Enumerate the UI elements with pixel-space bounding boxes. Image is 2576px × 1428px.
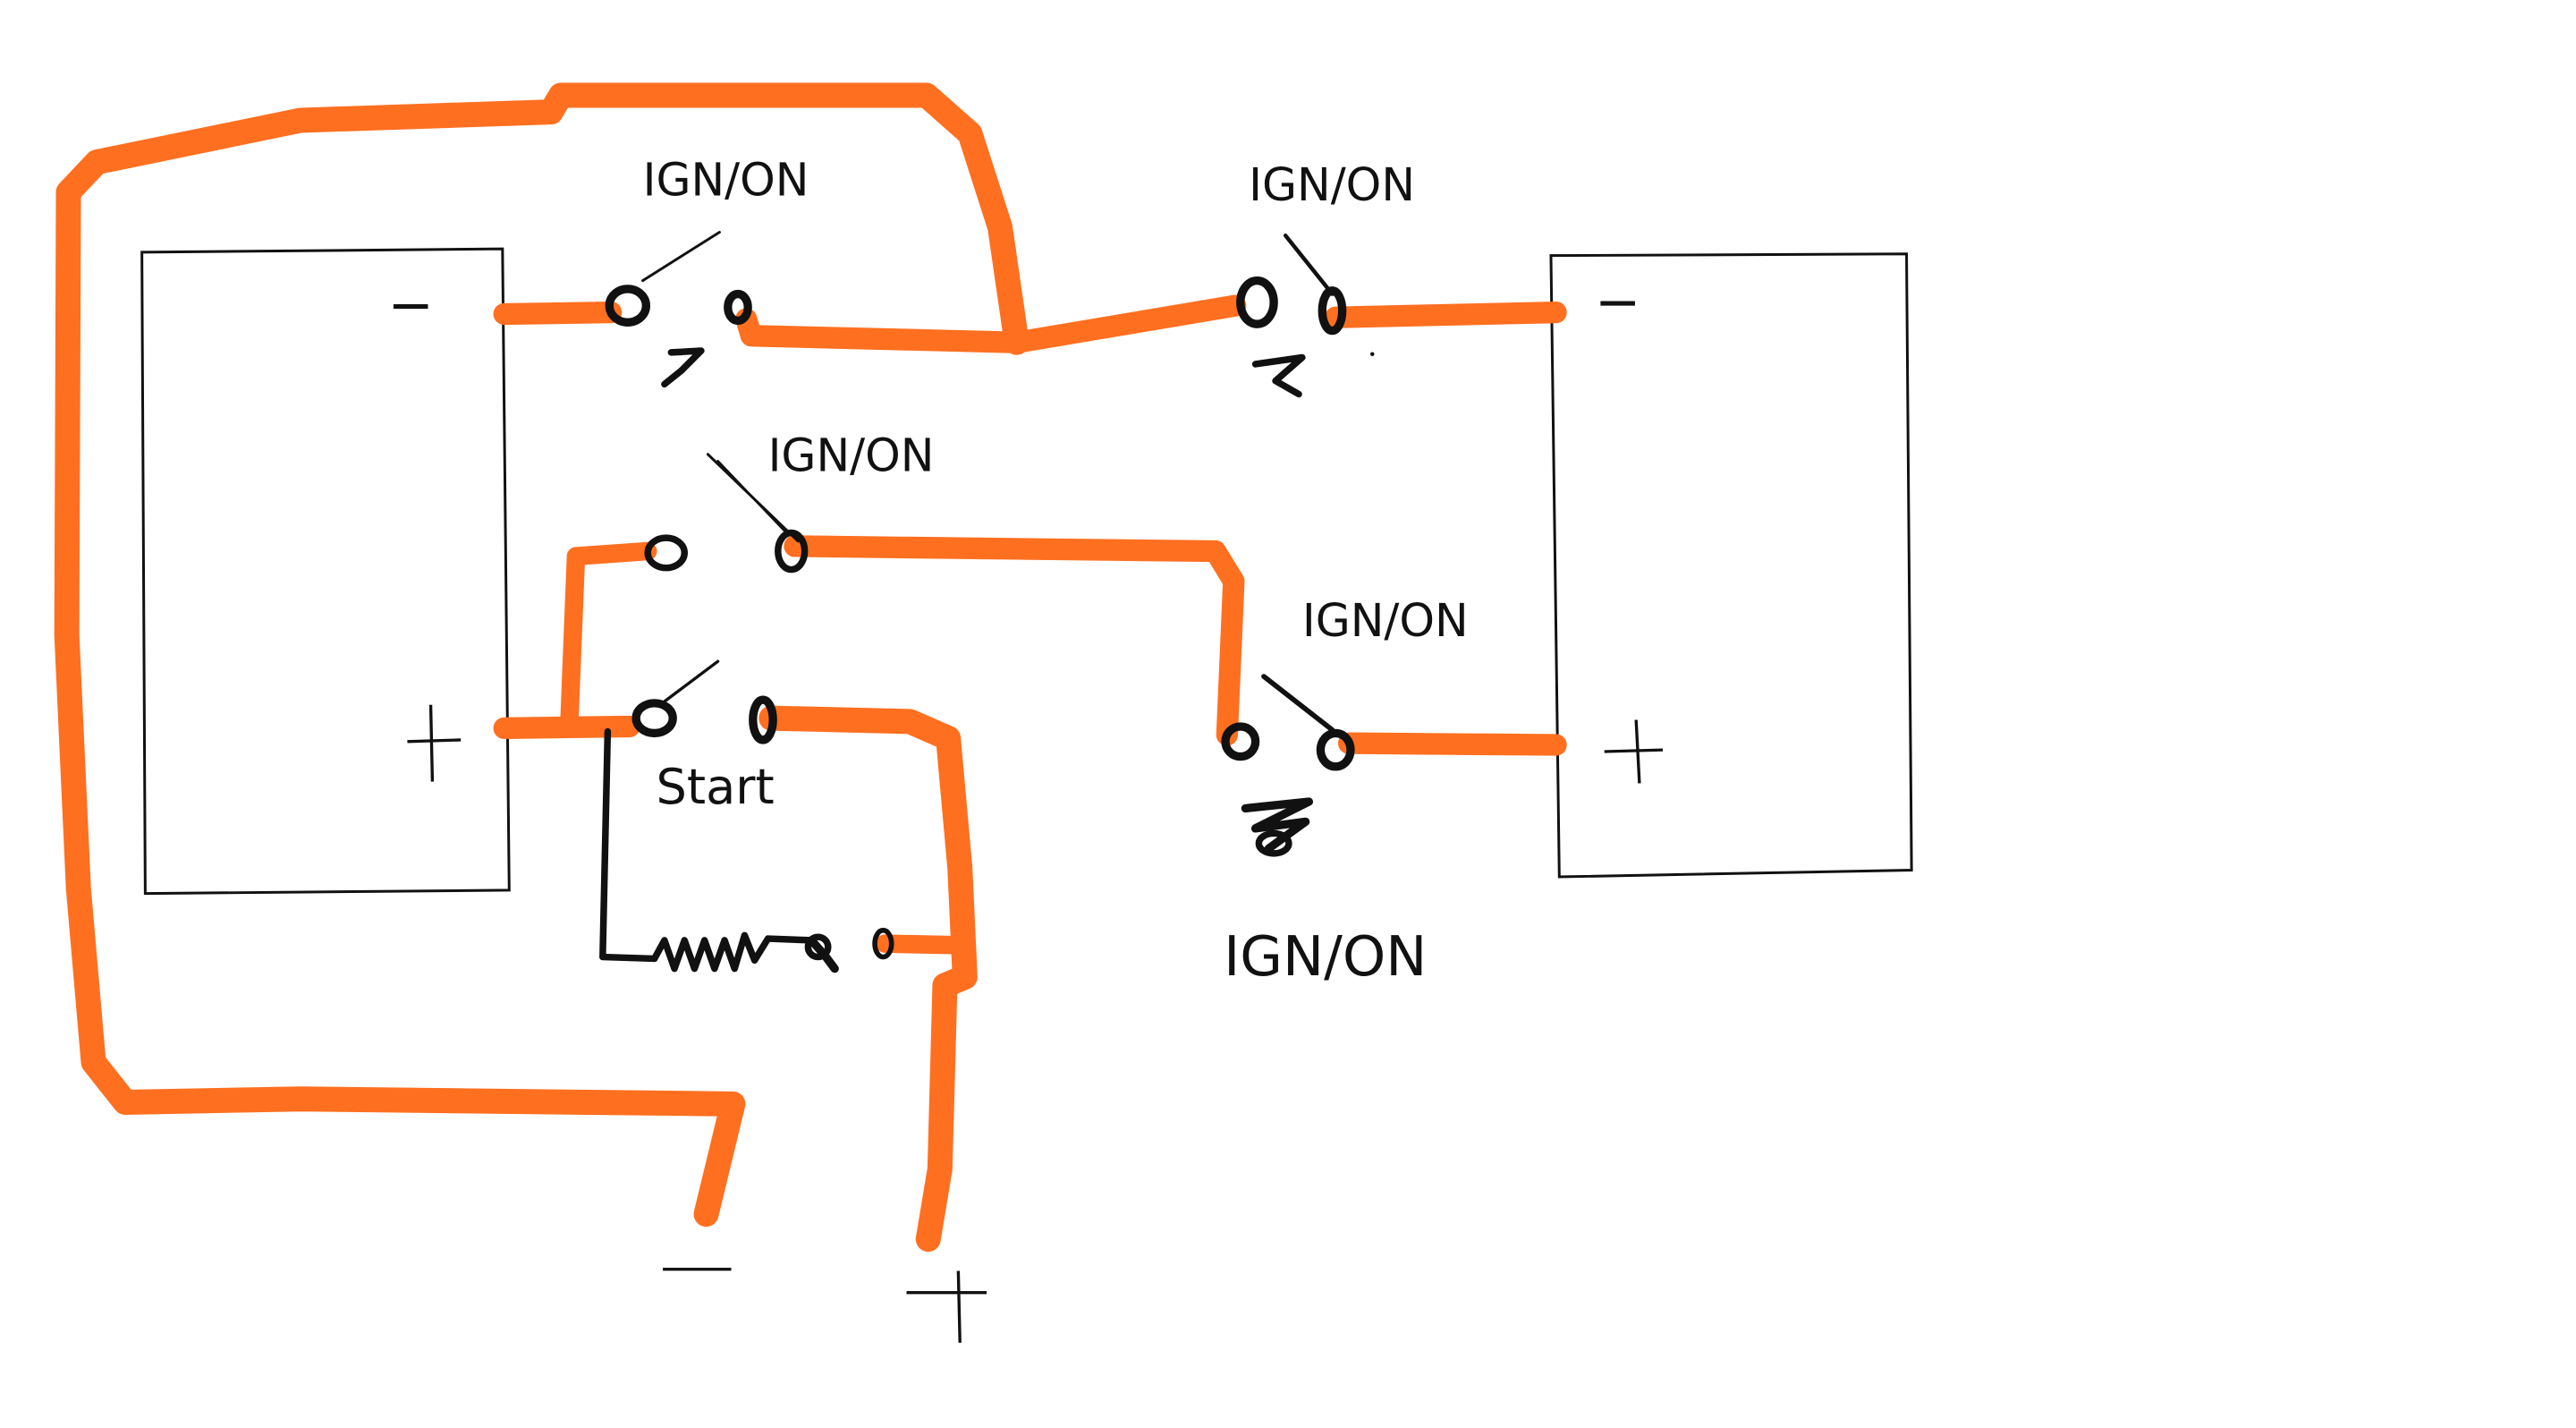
wire-start-to-output-pos <box>758 705 978 1253</box>
wire-mid-switch-to-right <box>784 535 1245 746</box>
left-battery-positive-symbol <box>407 704 462 782</box>
wire-switch-to-right-switch <box>735 294 1247 353</box>
switch-top-right <box>1236 234 1375 398</box>
ink-elements <box>599 231 1375 973</box>
wire-left-neg-to-switch <box>493 301 623 326</box>
wire-left-pos-up <box>560 541 657 733</box>
wire-right-switch-to-right-pos <box>1337 732 1567 756</box>
wires <box>54 82 1567 1253</box>
switch-top-left <box>605 231 752 388</box>
switch-start <box>631 659 777 744</box>
label-ign-bottom: IGN/ON <box>1224 924 1427 989</box>
left-battery-box <box>140 247 511 896</box>
label-ign-top-right: IGN/ON <box>1249 158 1415 211</box>
start-coil <box>599 727 894 973</box>
wire-outer-negative-loop <box>54 82 1030 1228</box>
right-battery-box <box>1549 252 1913 879</box>
output-positive-symbol <box>906 1271 987 1343</box>
label-start: Start <box>657 759 775 815</box>
switch-right-lower <box>1221 674 1355 857</box>
label-ign-right: IGN/ON <box>1302 594 1469 647</box>
left-battery-negative-symbol: − <box>387 273 434 337</box>
label-ign-top-left: IGN/ON <box>643 153 809 206</box>
wire-right-switch-to-right-neg <box>1325 301 1567 328</box>
label-ign-middle: IGN/ON <box>768 429 935 481</box>
right-battery-negative-symbol: − <box>1595 269 1641 334</box>
right-battery-positive-symbol <box>1604 719 1664 784</box>
wire-coil-to-output <box>875 934 975 955</box>
switch-middle <box>644 453 809 574</box>
